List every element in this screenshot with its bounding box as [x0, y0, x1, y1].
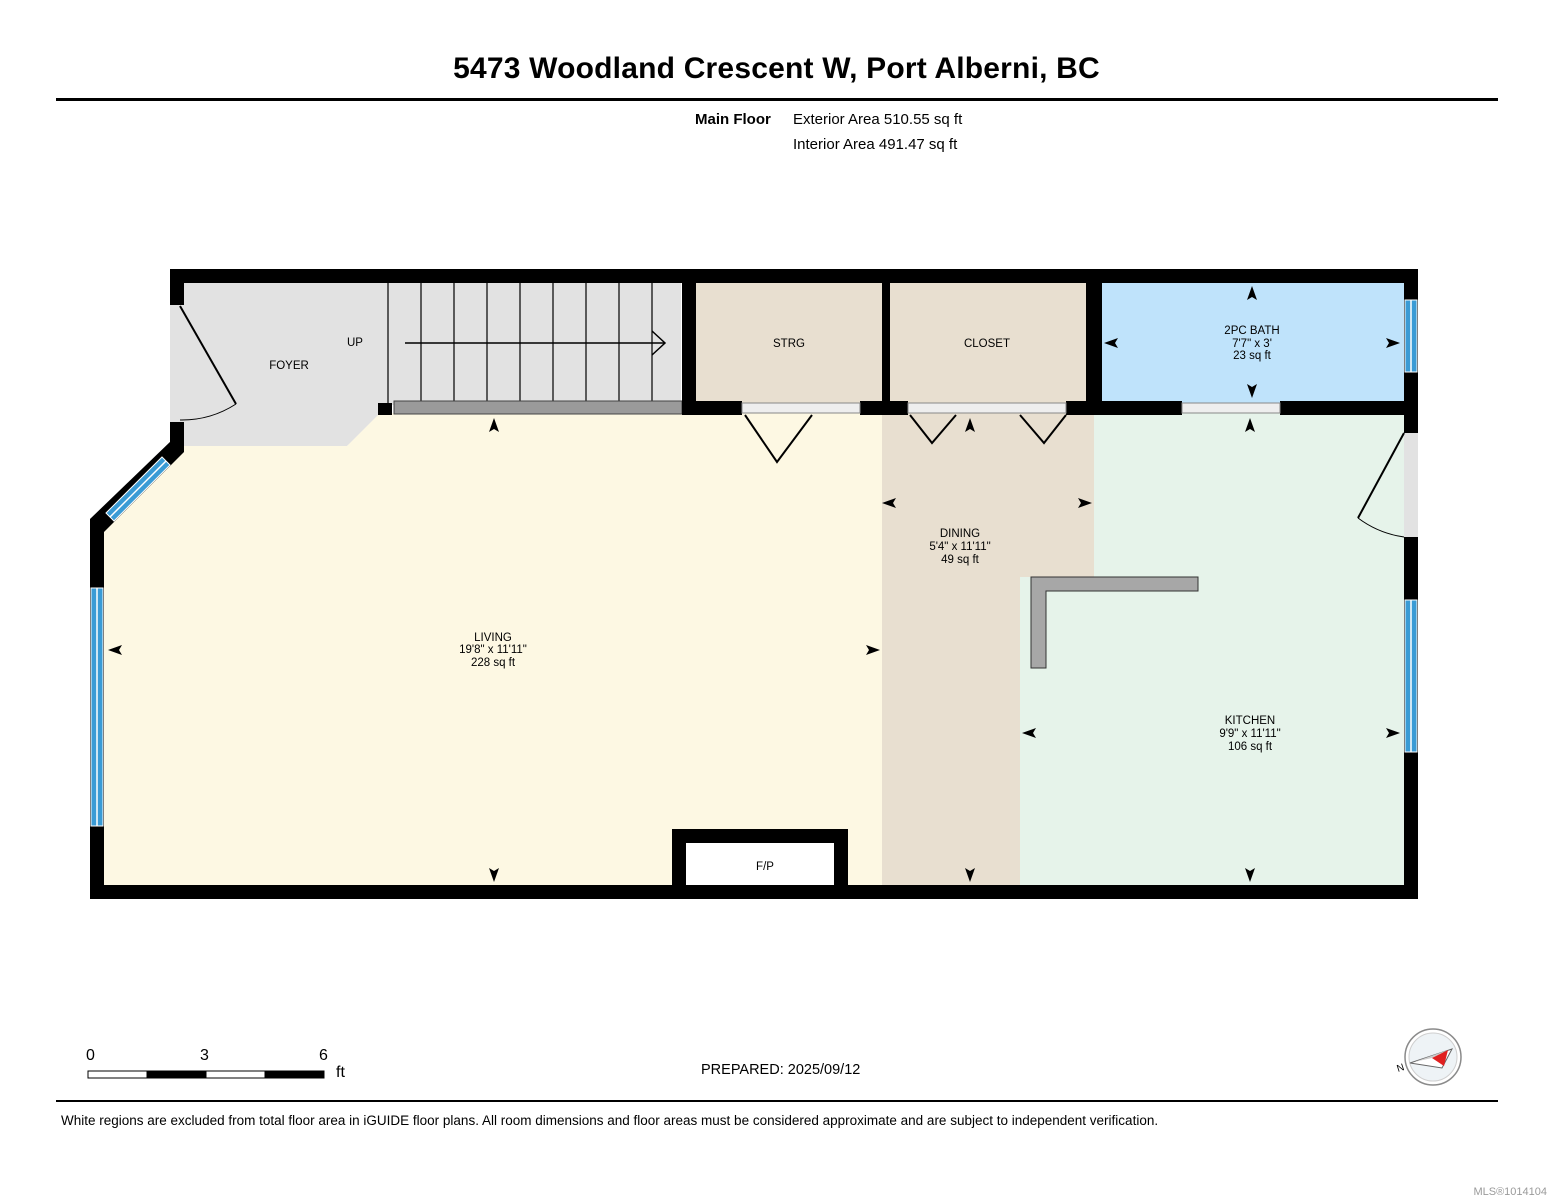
bath-dims: 7'7" x 3' [1232, 338, 1272, 350]
closet-label: CLOSET [964, 338, 1010, 350]
footer-divider [56, 1100, 1498, 1102]
scale-tick-3: 3 [200, 1047, 209, 1064]
door-swings [179, 305, 1405, 538]
fireplace-fill [686, 843, 834, 885]
foyer-label: FOYER [269, 360, 309, 372]
living-fill [104, 413, 882, 885]
compass-north-label: N [1396, 1062, 1406, 1075]
closet-fill [890, 283, 1086, 403]
prepared-date: PREPARED: 2025/09/12 [701, 1062, 861, 1078]
living-area: 228 sq ft [471, 657, 516, 669]
living-dims: 19'8" x 11'11" [459, 644, 527, 656]
header-divider [56, 98, 1498, 101]
kitchen-fill [1020, 413, 1404, 885]
dining-area: 49 sq ft [941, 554, 980, 566]
strg-fill [696, 283, 882, 403]
foyer-door-gap [170, 305, 184, 422]
kitchen-dims: 9'9" x 11'11" [1219, 728, 1280, 740]
bath-fill [1102, 283, 1404, 403]
stairs-up-label: UP [347, 337, 363, 349]
kitchen-counter [1030, 576, 1199, 669]
interior-walls [378, 283, 1404, 889]
dining-fill-top [1020, 413, 1094, 577]
fireplace-label: F/P [756, 861, 774, 873]
interior-area: Interior Area 491.47 sq ft [793, 136, 958, 153]
foyer-fill [184, 283, 388, 446]
kitchen-side-door-gap [1404, 433, 1418, 537]
strg-label: STRG [773, 338, 805, 350]
kitchen-area: 106 sq ft [1228, 741, 1273, 753]
door-thresholds [741, 402, 1281, 414]
dining-label: DINING [940, 528, 980, 540]
compass-icon: N [1396, 1028, 1462, 1086]
disclaimer: White regions are excluded from total fl… [61, 1113, 1159, 1128]
scale-tick-0: 0 [86, 1047, 95, 1064]
dining-dims: 5'4" x 11'11" [929, 541, 990, 553]
scale-tick-6: 6 [319, 1047, 328, 1064]
scale-unit: ft [336, 1064, 345, 1081]
dining-fill [882, 413, 1020, 885]
living-label: LIVING [474, 632, 512, 644]
stair-arrow [405, 330, 667, 356]
exterior-area: Exterior Area 510.55 sq ft [793, 111, 963, 128]
page-title: 5473 Woodland Crescent W, Port Alberni, … [453, 52, 1100, 85]
kitchen-label: KITCHEN [1225, 715, 1275, 727]
scale-bar [87, 1070, 325, 1079]
dimension-arrows [108, 286, 1400, 882]
mls-watermark: MLS®1014104 [1473, 1186, 1547, 1198]
stair-railing [393, 400, 683, 415]
window-lines [96, 300, 1412, 826]
bath-label: 2PC BATH [1224, 325, 1279, 337]
stairs-fill [388, 283, 681, 405]
bath-area: 23 sq ft [1233, 350, 1272, 362]
floor-name: Main Floor [695, 111, 771, 128]
